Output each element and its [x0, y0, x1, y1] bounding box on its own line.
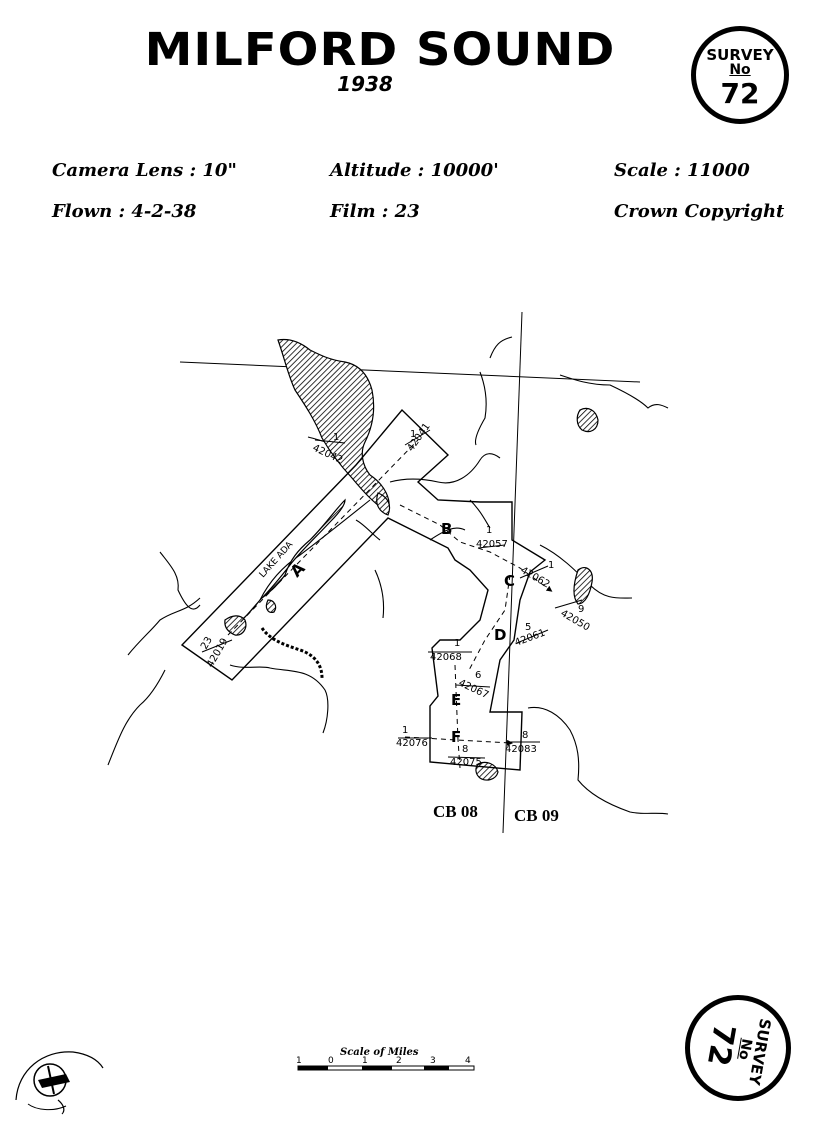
scale-tick-4: 3 — [430, 1056, 436, 1066]
scale-tick-5: 4 — [465, 1056, 471, 1066]
frame-label-d-six: 6 — [475, 670, 481, 681]
flown-date-text: Flown : 4-2-38 — [52, 201, 197, 222]
nz-aerial-mapping-logo — [15, 1051, 104, 1115]
scale-bar-label: Scale of Miles — [340, 1047, 419, 1058]
sheet-label-cb09: CB 09 — [514, 806, 559, 825]
scale-text: Scale : 11000 — [614, 160, 750, 181]
run-label-c: C — [504, 572, 515, 590]
frame-number-42068: 42068 — [430, 652, 462, 663]
sheet-label-cb08: CB 08 — [433, 802, 478, 821]
frame-label-d-five: 5 — [525, 622, 531, 633]
lakes — [224, 338, 599, 781]
frame-label-c-one: 1 — [548, 560, 554, 571]
frame-number-42057: 42057 — [476, 539, 508, 550]
river-channel — [260, 627, 324, 679]
badge-number: 72 — [720, 77, 760, 110]
survey-number-badge-bottom: SURVEY No 72 — [685, 995, 791, 1101]
frame-label-b-one: 1 — [486, 525, 492, 536]
run-label-d: D — [494, 626, 506, 644]
frame-label-f-one: 1 — [402, 725, 408, 736]
scale-tick-3: 2 — [396, 1056, 402, 1066]
frame-label-f-eight: 8 — [462, 744, 468, 755]
badge-survey-label: SURVEY — [706, 46, 774, 64]
frame-label-e-one: 1 — [454, 638, 460, 649]
frame-label-a-top: 1 — [410, 429, 416, 440]
frame-number-42083: 42083 — [505, 744, 537, 755]
frame-tick-marks — [201, 429, 583, 759]
flight-lines — [227, 439, 553, 769]
frame-number-42050: 42050 — [559, 608, 592, 633]
frame-label-23: 23 — [199, 635, 215, 652]
camera-lens-text: Camera Lens : 10" — [52, 160, 237, 181]
frame-number-42076: 42076 — [396, 738, 428, 749]
survey-year: 1938 — [337, 72, 393, 96]
run-label-b: B — [441, 520, 452, 538]
frame-label-c-nine: 9 — [578, 604, 584, 615]
survey-number-badge: SURVEY No 72 — [691, 26, 789, 124]
run-label-a: A — [286, 558, 309, 581]
scale-tick-2: 1 — [362, 1056, 368, 1066]
frame-number-42062: 42062 — [519, 565, 552, 590]
frame-number-42067: 42067 — [457, 678, 490, 701]
scale-tick-1: 0 — [328, 1056, 334, 1066]
badge-no-label: No — [729, 62, 751, 78]
copyright-text: Crown Copyright — [614, 201, 785, 222]
run-label-e: E — [451, 691, 461, 709]
scale-tick-0: 1 — [296, 1056, 302, 1066]
film-text: Film : 23 — [330, 201, 420, 222]
frame-number-42075: 42075 — [450, 757, 482, 768]
scale-bar: 1 0 1 2 3 4 — [296, 1056, 475, 1071]
altitude-text: Altitude : 10000' — [330, 160, 499, 181]
page-title: MILFORD SOUND — [144, 23, 616, 77]
frame-label-a-end: 1 — [333, 432, 339, 443]
coverage-boundary — [180, 408, 547, 771]
frame-label-f-end: 8 — [522, 730, 528, 741]
lake-ada-label: LAKE ADA — [258, 539, 296, 580]
run-label-f: F — [451, 728, 461, 746]
sheet-boundary-lines — [179, 311, 641, 834]
